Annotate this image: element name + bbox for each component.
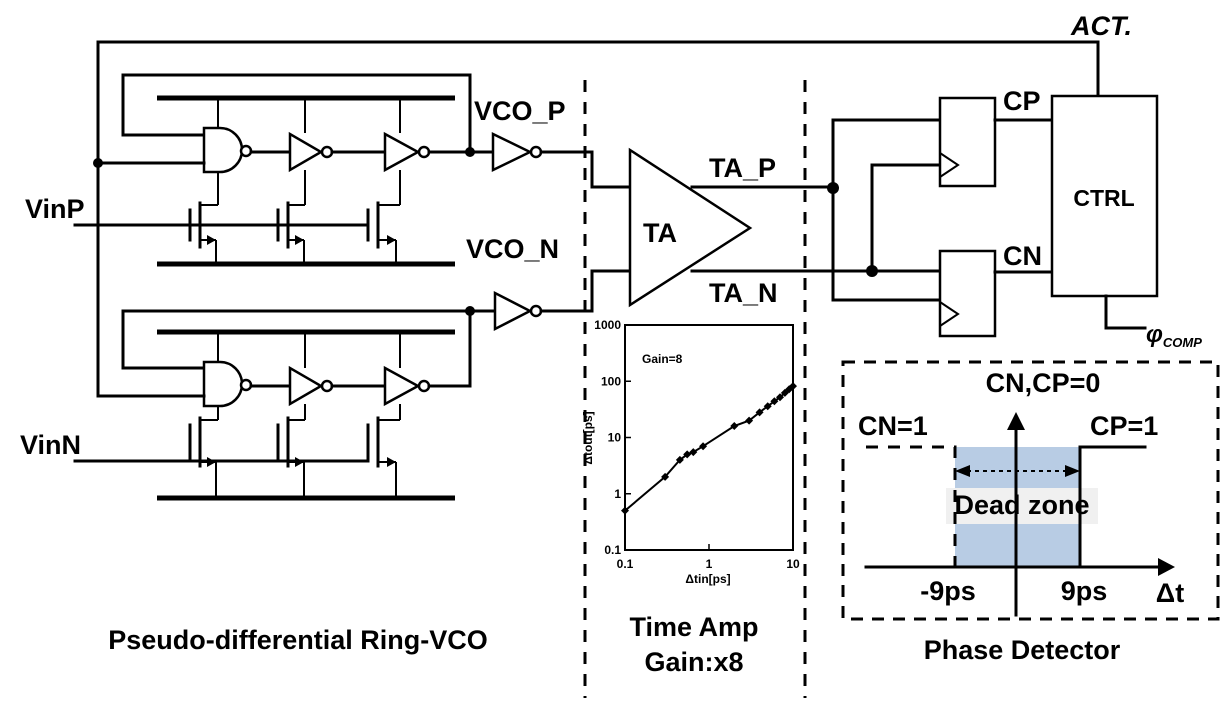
data-point (683, 450, 692, 459)
label-vinp: VinP (25, 194, 85, 224)
label-vco-n: VCO_N (466, 234, 559, 264)
label-cp: CP (1003, 86, 1041, 116)
label-cn: CN (1003, 241, 1042, 271)
x-tick-label: 1 (706, 557, 713, 571)
ctrl-block (1050, 94, 1159, 298)
data-point (675, 455, 684, 464)
label-pos-9ps: 9ps (1061, 576, 1108, 606)
label-act: ACT. (1070, 11, 1132, 41)
y-tick-label: 100 (601, 374, 621, 388)
label-ta-n: TA_N (709, 278, 778, 308)
data-point (789, 382, 797, 391)
phase-detector-frame (841, 360, 1220, 621)
label-vco-p: VCO_P (474, 96, 566, 126)
data-point (770, 397, 779, 406)
nmos-n-2 (276, 416, 305, 498)
label-vinn: VinN (20, 430, 81, 460)
label-phi-comp: φCOMP (1146, 321, 1202, 350)
label-cn-one: CN=1 (858, 411, 928, 441)
nmos-p-1 (188, 201, 218, 264)
data-point (755, 408, 764, 417)
caption-pd: Phase Detector (924, 635, 1121, 665)
delta-t-axis-arrow (1158, 558, 1175, 576)
data-point (763, 402, 772, 411)
label-ta-p: TA_P (709, 153, 776, 183)
data-point (775, 393, 784, 402)
y-tick-label: 0.1 (604, 543, 621, 557)
nmos-p-3 (366, 201, 400, 264)
caption-ta-line2: Gain:x8 (644, 647, 743, 677)
nmos-n-3 (366, 416, 400, 498)
caption-ta-line1: Time Amp (629, 612, 758, 642)
y-tick-label: 1 (614, 487, 621, 501)
x-tick-label: 0.1 (617, 557, 634, 571)
ring-vco-n (73, 309, 472, 501)
chart-title: Gain=8 (642, 352, 683, 366)
data-point (730, 422, 739, 431)
label-neg-9ps: -9ps (920, 576, 976, 606)
chart-y-label: Δtout[ps] (581, 411, 595, 464)
dead-zone-label-bg (946, 488, 1098, 524)
phase-detector-plot (841, 360, 1220, 621)
pd-plot-labels: CN,CP=0 CN=1 CP=1 Dead zone -9ps 9ps Δt (858, 368, 1184, 608)
flip-flop-cp (938, 96, 997, 188)
cn-cp-axis-arrow (1007, 412, 1025, 430)
nmos-p-2 (276, 201, 305, 264)
data-point (689, 448, 698, 457)
y-tick-label: 1000 (594, 318, 621, 332)
vco-n-buffer (465, 269, 632, 388)
data-point (661, 472, 670, 481)
label-cn-cp-zero: CN,CP=0 (986, 368, 1101, 398)
chart-x-label: Δtin[ps] (685, 572, 730, 586)
label-delta-t: Δt (1156, 578, 1184, 608)
time-amplifier: TA (628, 147, 942, 308)
label-cp-one: CP=1 (1090, 411, 1158, 441)
ta-label: TA (643, 218, 677, 248)
x-tick-label: 10 (786, 557, 800, 571)
section-captions: Pseudo-differential Ring-VCO Time Amp Ga… (108, 612, 1121, 677)
dead-zone-arrow-right (1065, 465, 1080, 477)
data-point (699, 442, 708, 451)
chart-plot-area (624, 324, 794, 551)
flip-flop-cn (938, 249, 997, 338)
chart-marks: 0.1 1 10 100 1000 0.1 1 10 (594, 318, 800, 571)
ctrl-label: CTRL (1073, 185, 1134, 211)
data-point (745, 416, 754, 425)
net-labels: VinP VinN VCO_P VCO_N TA_P TA_N CP CN AC… (20, 11, 1202, 460)
act-enable-bus (93, 40, 1100, 398)
ring-vco-p (73, 73, 632, 267)
caption-vco: Pseudo-differential Ring-VCO (108, 625, 488, 655)
nmos-n-1 (188, 416, 218, 498)
data-point (621, 506, 629, 515)
y-tick-label: 10 (608, 431, 622, 445)
ta-gain-chart: 0.1 1 10 100 1000 0.1 1 10 Gain=8 Δtin[ps] Δtou… (581, 318, 800, 586)
phase-detector-logic: CTRL (827, 94, 1159, 338)
dead-zone-arrow-left (955, 465, 970, 477)
label-dead-zone: Dead zone (954, 490, 1089, 520)
